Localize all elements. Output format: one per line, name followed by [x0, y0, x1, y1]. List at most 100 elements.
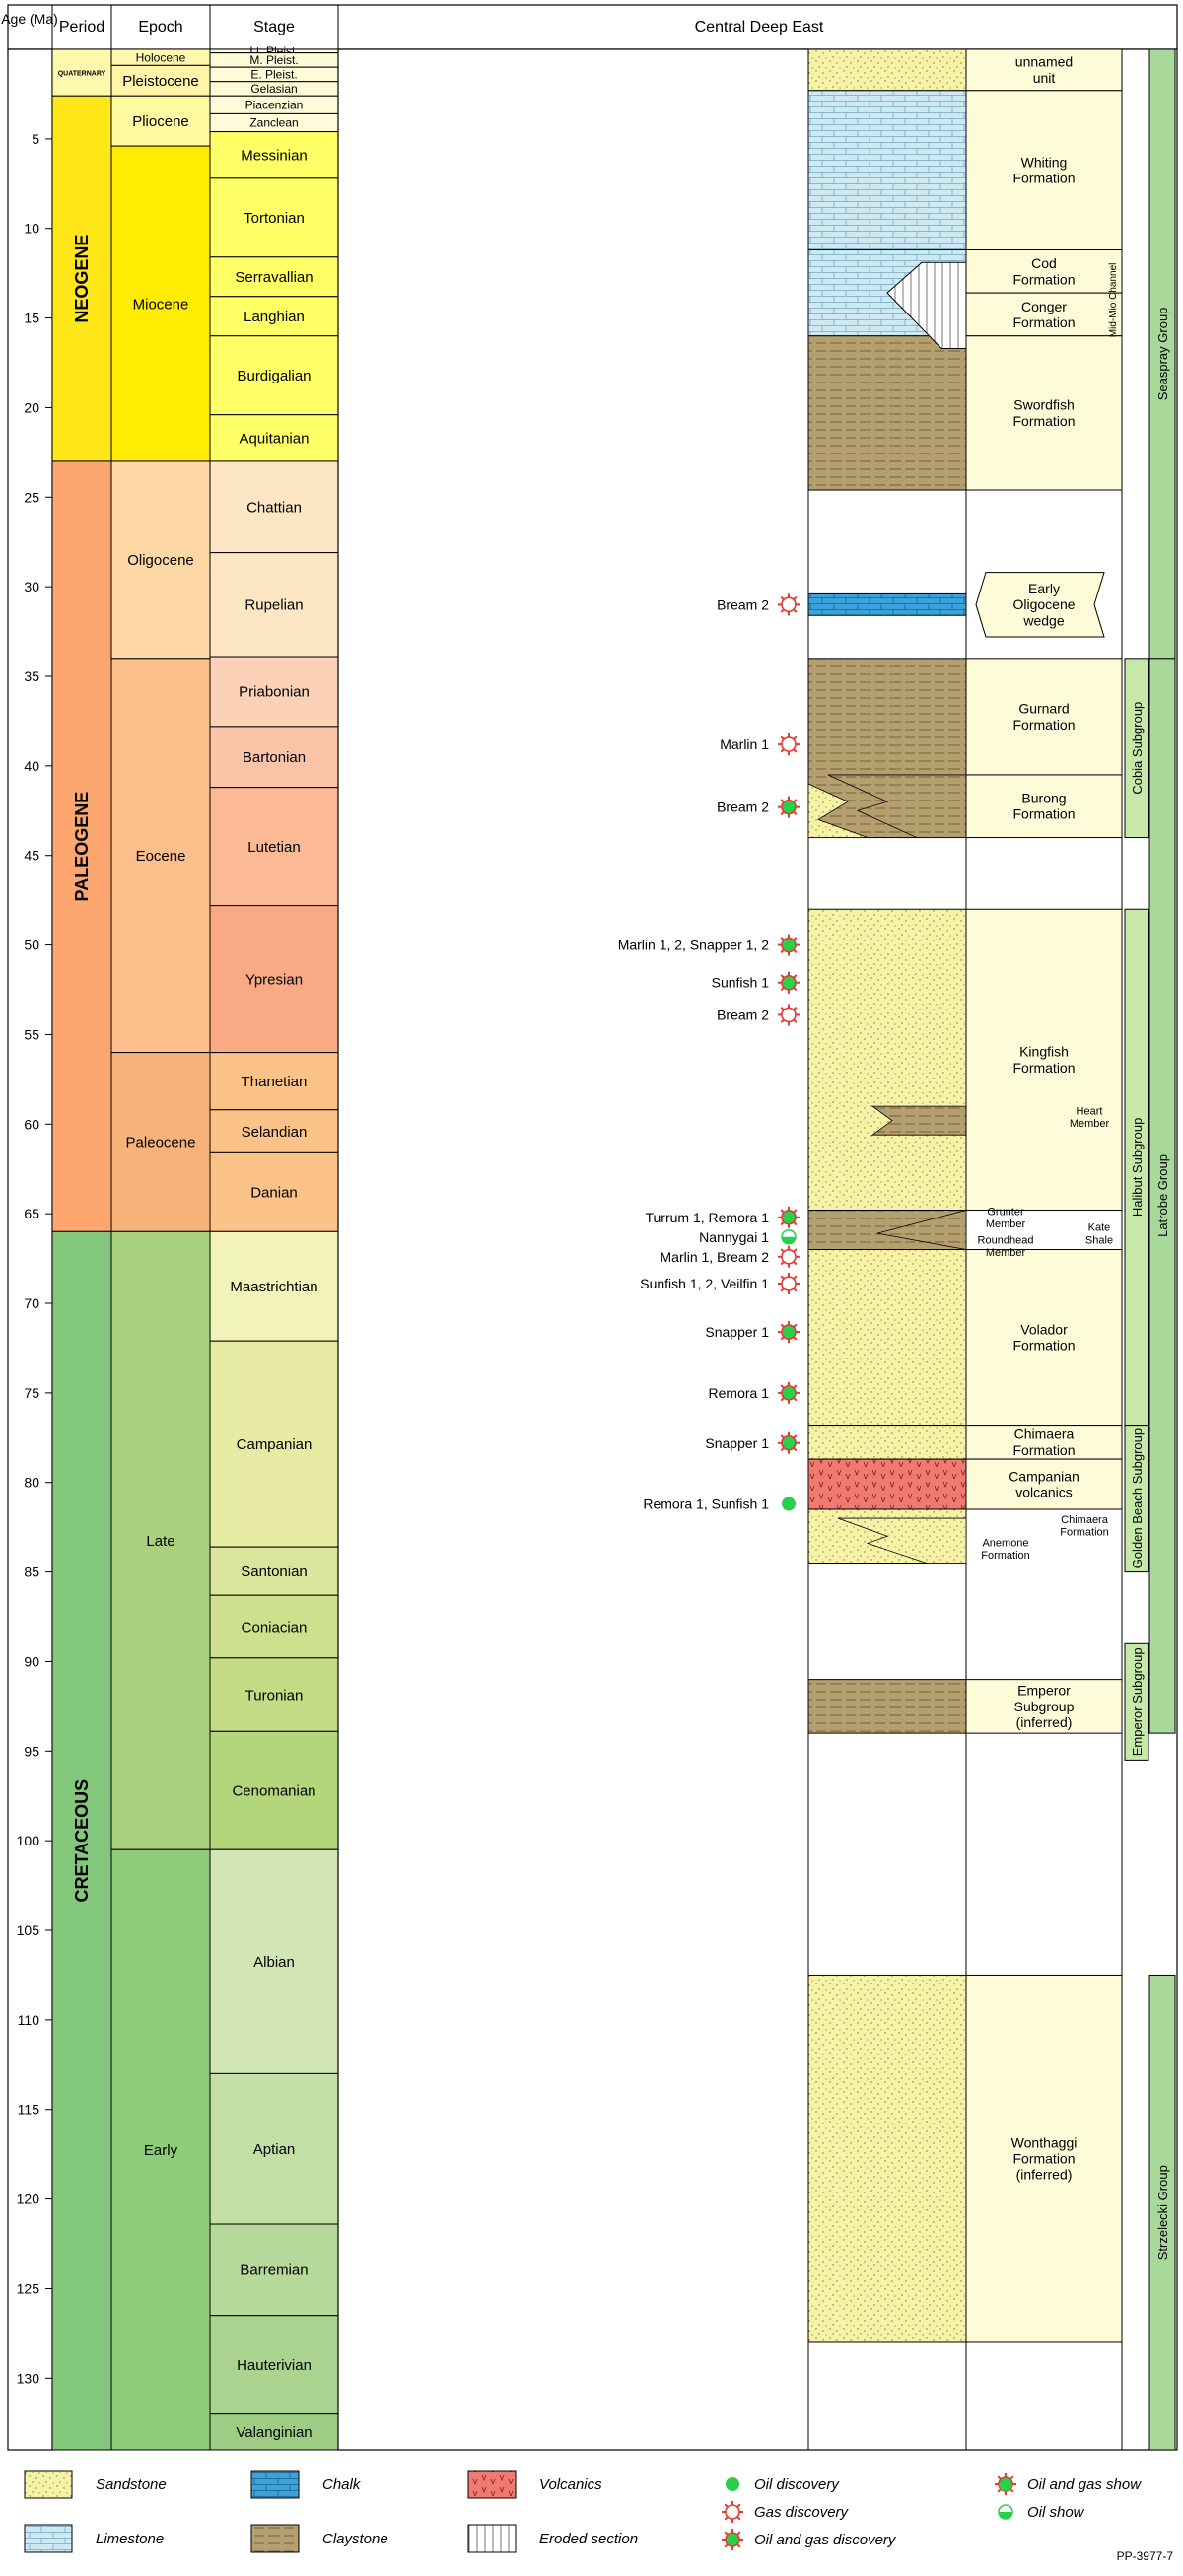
age-tick-label: 100 — [17, 1833, 40, 1848]
legend-swatch-sandstone — [24, 2470, 73, 2499]
epoch-label: Holocene — [136, 50, 186, 64]
formation-box — [965, 1425, 1123, 1460]
age-tick-label: 20 — [24, 399, 39, 415]
stage-cell — [209, 1730, 339, 1850]
lithology-unit-sandstone — [807, 1249, 967, 1427]
show-label: Sunfish 1 — [712, 975, 770, 991]
age-tick-label: 70 — [24, 1295, 39, 1311]
figure-id: PP-3977-7 — [1117, 2549, 1174, 2563]
epoch-label: Miocene — [133, 296, 189, 313]
age-tick-label: 90 — [24, 1653, 39, 1669]
gas-symbol — [778, 1273, 800, 1295]
group-label: Latrobe Group — [1155, 1154, 1170, 1237]
formation-box — [965, 774, 1123, 839]
stage-label: Piacenzian — [245, 99, 304, 112]
age-tick-label: 65 — [24, 1206, 39, 1221]
formation-box — [965, 335, 1123, 491]
age-axis: 5101520253035404550556065707580859095100… — [7, 48, 53, 2451]
show-label: Marlin 1, 2, Snapper 1, 2 — [618, 938, 770, 953]
age-tick-label: 55 — [24, 1026, 39, 1042]
formation-box — [965, 48, 1123, 92]
stage-column-header: Stage — [253, 19, 295, 35]
stage-cell — [209, 256, 339, 298]
period-cell — [51, 460, 112, 1232]
legend-label: Sandstone — [96, 2476, 167, 2493]
group-label: Golden Beach Subgroup — [1130, 1428, 1145, 1568]
age-tick-label: 95 — [24, 1743, 39, 1759]
stage-cell — [209, 2315, 339, 2415]
lithology-unit-sandstone — [807, 1974, 967, 2343]
epoch-label: Pleistocene — [122, 73, 199, 90]
stage-label: Valanginian — [236, 2424, 312, 2441]
stage-label: Burdigalian — [237, 368, 311, 384]
stage-label: Priabonian — [239, 684, 310, 701]
oilshow-symbol — [781, 1229, 797, 1245]
stage-label: Cenomanian — [232, 1783, 315, 1800]
age-tick-label: 120 — [17, 2192, 40, 2207]
legend-swatch-volcanics — [467, 2470, 517, 2499]
age-tick-label: 30 — [24, 579, 39, 594]
show-label: Marlin 1 — [720, 736, 769, 752]
stage-label: Messinian — [241, 147, 308, 164]
lithology-unit-chalk — [807, 592, 967, 616]
legend-label: Eroded section — [539, 2531, 638, 2547]
epoch-label: Eocene — [136, 848, 186, 865]
age-tick-label: 10 — [24, 221, 39, 237]
lithology-unit-sandstone — [807, 1425, 967, 1460]
oil-symbol — [726, 2477, 739, 2491]
age-tick-label: 80 — [24, 1475, 39, 1491]
kate-shale-wedge — [876, 1210, 967, 1250]
age-tick-label: 110 — [18, 2012, 40, 2028]
legend-label: Oil and gas discovery — [754, 2532, 897, 2548]
stage-label: Albian — [253, 1954, 295, 1971]
stage-label: Hauterivian — [237, 2357, 312, 2374]
stage-cell — [209, 2223, 339, 2317]
group-label: Seaspray Group — [1155, 308, 1170, 401]
period-label: PALEOGENE — [72, 792, 92, 902]
epoch-cell — [110, 658, 211, 1054]
oilgasshow-symbol — [995, 2473, 1016, 2495]
age-tick-label: 60 — [24, 1116, 39, 1132]
stage-label: Zanclean — [249, 116, 298, 130]
show-label: Marlin 1, Bream 2 — [661, 1249, 770, 1265]
legend-label: Limestone — [96, 2531, 164, 2547]
show-label: Remora 1, Sunfish 1 — [643, 1497, 769, 1512]
show-label: Remora 1 — [709, 1385, 770, 1401]
show-label: Bream 2 — [717, 1007, 769, 1022]
period-cell — [51, 1230, 112, 2451]
epoch-cell — [110, 145, 211, 462]
legend-swatch-chalk — [250, 2470, 300, 2499]
stage-label: Thanetian — [242, 1074, 308, 1090]
group-bar — [1148, 1974, 1176, 2451]
gas-symbol — [722, 2501, 743, 2523]
stage-label: Santonian — [241, 1564, 308, 1580]
lithology-unit-claystone — [807, 1679, 967, 1734]
oilgas-symbol — [778, 1431, 800, 1454]
stage-cell — [209, 1657, 339, 1732]
oilgas-symbol — [778, 1321, 800, 1344]
formation-box — [965, 1249, 1123, 1427]
stage-label: Selandian — [242, 1124, 308, 1141]
age-tick-label: 125 — [17, 2280, 40, 2296]
group-bar — [1124, 1425, 1149, 1573]
age-tick-label: 50 — [24, 938, 39, 953]
formation-box — [965, 658, 1123, 776]
epoch-cell — [110, 1848, 211, 2451]
epoch-label: Late — [146, 1533, 174, 1550]
epoch-cell — [110, 95, 211, 147]
age-tick-label: 40 — [24, 758, 39, 774]
stage-cell — [209, 414, 339, 462]
age-tick-label: 130 — [17, 2370, 40, 2386]
legend-label: Chalk — [322, 2476, 362, 2493]
lithology-unit-sandstone — [807, 908, 967, 1212]
stage-label: Ypresian — [245, 971, 303, 988]
